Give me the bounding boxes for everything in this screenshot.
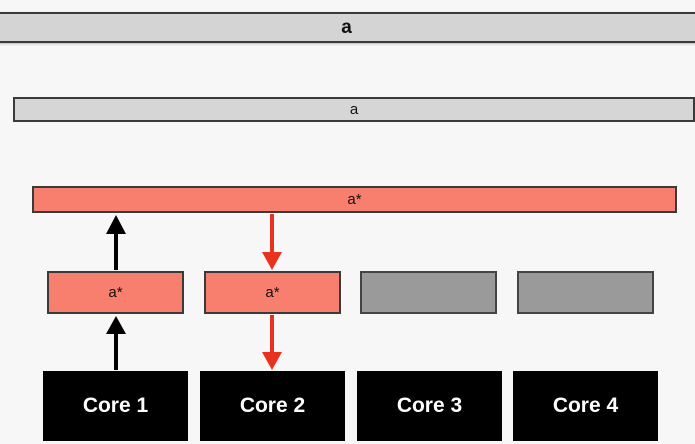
l3-cache-box: a (13, 97, 695, 122)
arrow-l2-to-l1-core2 (262, 214, 282, 270)
core-3-box: Core 3 (357, 371, 502, 441)
l1-cache-core-1: a* (47, 271, 184, 314)
core-label: Core 3 (396, 394, 463, 417)
l1-cache-label: a* (108, 284, 123, 301)
l3-cache-label: a (349, 101, 359, 118)
l2-cache-box: a* (32, 186, 677, 213)
l1-cache-core-3 (360, 271, 497, 314)
arrow-l1-to-core2 (262, 315, 282, 370)
core-1-box: Core 1 (43, 371, 188, 441)
main-memory-label: a (341, 16, 352, 38)
core-2-box: Core 2 (200, 371, 345, 441)
l2-cache-label: a* (347, 191, 362, 208)
l1-cache-core-2: a* (204, 271, 341, 314)
core-label: Core 4 (552, 394, 619, 417)
l1-cache-core-4 (517, 271, 654, 314)
main-memory-box: a (0, 12, 695, 43)
arrow-core1-to-l1 (106, 316, 126, 370)
core-label: Core 2 (239, 394, 306, 417)
l1-cache-label: a* (265, 284, 280, 301)
core-label: Core 1 (82, 394, 149, 417)
arrow-l1-to-l2 (106, 215, 126, 270)
core-4-box: Core 4 (513, 371, 658, 441)
